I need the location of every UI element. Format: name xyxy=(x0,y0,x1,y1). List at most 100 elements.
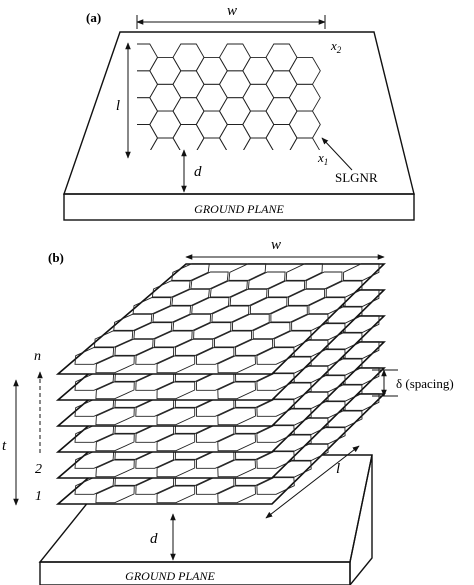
hexagon-cell xyxy=(288,288,326,307)
hexagon-cell xyxy=(289,165,320,192)
hexagon-cell xyxy=(266,151,297,178)
hexagon-cell xyxy=(243,165,274,192)
hexagon-cell xyxy=(95,406,135,426)
hexagon-cell xyxy=(195,56,228,85)
hexagon-cell xyxy=(288,56,321,85)
hexagon-cell xyxy=(156,380,196,400)
hexagon-cell xyxy=(172,70,205,99)
hexagon-cell xyxy=(135,346,175,365)
spacing-label: δ (spacing) xyxy=(396,376,454,391)
hexagon-cell xyxy=(114,338,154,357)
hexagon-cell xyxy=(217,432,256,452)
hexagon-cell xyxy=(256,398,295,417)
hexagon-cell xyxy=(265,124,298,150)
width-label-a: w xyxy=(227,3,237,19)
hexagon-cell xyxy=(218,124,252,150)
hexagon-cell xyxy=(172,97,205,125)
hexagon-cell xyxy=(217,380,256,400)
hexagon-cell xyxy=(149,56,182,85)
hexagon-cell xyxy=(171,288,210,307)
hexagon-cell xyxy=(235,338,274,357)
hexagon-cell xyxy=(193,321,232,340)
layer-label-1: 1 xyxy=(35,489,42,504)
height-label-a: d xyxy=(194,164,202,180)
hexagon-cell xyxy=(156,354,196,374)
thickness-label: t xyxy=(2,438,7,454)
panel-a-label: (a) xyxy=(86,10,101,25)
hexagon-cell xyxy=(195,137,228,150)
panel-a: (a) GROUND PLANE w l d x2 x1 SLGNR xyxy=(63,3,415,221)
hexagon-cell xyxy=(242,56,275,85)
hexagon-cell xyxy=(231,313,270,332)
width-label-b: w xyxy=(271,237,281,253)
slgnr-pointer-arrow xyxy=(321,137,353,171)
hexagon-cell xyxy=(132,296,172,315)
length-label-a: l xyxy=(116,98,120,114)
hexagon-cell xyxy=(153,329,193,349)
hexagon-cell xyxy=(291,313,329,332)
hexagon-cell xyxy=(256,424,295,443)
hexagon-cell xyxy=(195,110,228,139)
hexagon-cell xyxy=(113,313,153,332)
hexagon-cell xyxy=(149,137,182,150)
hexagon-cell xyxy=(288,83,321,112)
hexagon-cell xyxy=(308,296,346,315)
panel-b: (b) GROUND PLANE d w l δ (spacing) t n 2… xyxy=(2,237,454,585)
hexagon-cell xyxy=(174,338,214,357)
hexagon-cell xyxy=(196,346,235,365)
ground-plane-a-front xyxy=(63,193,415,221)
hexagon-cell xyxy=(252,321,291,340)
hexagon-cell xyxy=(265,43,298,72)
hexagon-cell xyxy=(95,484,135,504)
hexagon-cell xyxy=(256,346,295,365)
hexagon-cell xyxy=(325,279,363,299)
hexagon-cell xyxy=(195,83,228,112)
layer-label-2: 2 xyxy=(35,462,42,477)
ground-plane-a-label: GROUND PLANE xyxy=(194,202,284,216)
hexagon-cell xyxy=(149,83,182,112)
hexagon-cell xyxy=(149,110,182,139)
height-label-b: d xyxy=(150,531,158,547)
ground-plane-b-label: GROUND PLANE xyxy=(125,569,215,583)
hexagon-cell xyxy=(242,110,275,139)
hexagon-cell xyxy=(95,380,135,400)
hexagon-cell xyxy=(93,329,134,349)
hexagon-cell xyxy=(256,372,295,391)
hexagon-cell xyxy=(152,304,192,324)
hexagon-cell xyxy=(228,263,267,282)
length-label-b: l xyxy=(336,461,340,477)
hexagon-cell xyxy=(171,263,210,282)
hexagon-cell xyxy=(343,263,380,282)
hexagon-cell xyxy=(249,296,288,315)
hexagon-cell xyxy=(285,263,323,282)
hexagon-cell xyxy=(214,329,252,349)
hexagon-cell xyxy=(217,406,256,426)
hexagon-cell xyxy=(137,124,159,150)
hexagon-cell xyxy=(156,484,196,504)
slgnr-label: SLGNR xyxy=(335,170,378,185)
hexagon-cell xyxy=(133,321,173,340)
hexagon-cell xyxy=(273,329,312,349)
hexagon-cell xyxy=(220,151,251,178)
panel-b-label: (b) xyxy=(48,250,64,265)
hexagon-cell xyxy=(242,83,275,112)
hexagon-cell xyxy=(229,288,268,307)
hexagon-cell xyxy=(265,70,298,99)
graphene-layer xyxy=(55,263,386,375)
hexagon-cell xyxy=(190,271,229,290)
hexagon-cell xyxy=(217,484,256,504)
ground-plane-b-side xyxy=(349,454,373,585)
hexagon-cell xyxy=(151,279,191,299)
hexagon-cell xyxy=(172,124,205,150)
hexagon-cell xyxy=(95,458,135,478)
hexagon-cell xyxy=(288,137,321,150)
graphene-layer-stack xyxy=(55,263,386,505)
hexagon-cell xyxy=(95,354,135,374)
hexagon-cell xyxy=(127,151,158,178)
hexagon-cell xyxy=(247,271,286,290)
hexagon-cell xyxy=(217,458,256,478)
hexagon-cell xyxy=(242,137,275,150)
hexagon-cell xyxy=(218,97,252,125)
